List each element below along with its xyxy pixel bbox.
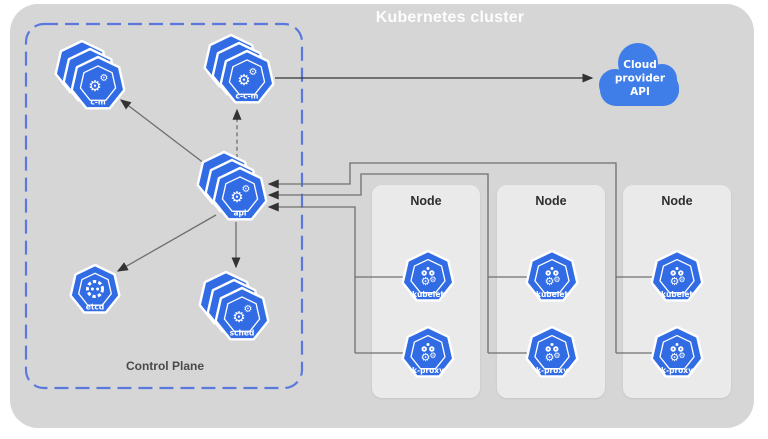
svg-text:⚙: ⚙ — [237, 71, 250, 89]
connection-api-to-cm — [119, 99, 214, 171]
svg-text:⚙: ⚙ — [670, 351, 680, 364]
svg-text:⚙: ⚙ — [429, 351, 436, 360]
svg-text:⚙: ⚙ — [670, 275, 680, 288]
svg-text:⚙: ⚙ — [242, 184, 251, 195]
cluster-title: Kubernetes cluster — [375, 9, 525, 26]
node-label: Node — [661, 194, 693, 208]
svg-text:⚙: ⚙ — [88, 77, 101, 95]
component-kubelet-2: ⚙⚙ kubelet — [525, 249, 579, 302]
component-k-proxy-3: ⚙⚙ k-proxy — [650, 325, 704, 378]
component-label: k-proxy — [661, 366, 693, 375]
svg-text:⚙: ⚙ — [421, 351, 431, 364]
connection-node1-bus-to-api — [267, 202, 356, 353]
component-kubelet-3: ⚙⚙ kubelet — [650, 249, 704, 302]
component-sched: ⚙⚙ sched — [198, 270, 270, 341]
component-label: kubelet — [661, 290, 693, 299]
svg-text:⚙: ⚙ — [545, 275, 555, 288]
component-kubelet-1: ⚙⚙ kubelet — [401, 249, 455, 302]
component-api: ⚙⚙ api — [196, 150, 268, 221]
connection-api-to-etcd — [116, 214, 217, 272]
svg-text:⚙: ⚙ — [230, 188, 243, 206]
svg-text:⚙: ⚙ — [678, 351, 685, 360]
component-label: k-proxy — [412, 366, 444, 375]
component-etcd: etcd — [69, 263, 121, 314]
svg-text:⚙: ⚙ — [553, 275, 560, 284]
svg-text:⚙: ⚙ — [421, 275, 431, 288]
node-label: Node — [410, 194, 442, 208]
control-plane-label: Control Plane — [125, 359, 204, 373]
control-plane-box — [24, 22, 304, 390]
component-label: k-proxy — [536, 366, 568, 375]
component-label: api — [233, 209, 246, 218]
component-k-proxy-2: ⚙⚙ k-proxy — [525, 325, 579, 378]
component-label: kubelet — [412, 290, 444, 299]
component-label: kubelet — [536, 290, 568, 299]
component-label: etcd — [86, 302, 105, 311]
svg-text:⚙: ⚙ — [553, 351, 560, 360]
svg-text:⚙: ⚙ — [100, 73, 109, 84]
component-c-c-m: ⚙⚙ c-c-m — [203, 33, 275, 104]
svg-text:⚙: ⚙ — [429, 275, 436, 284]
component-k-proxy-1: ⚙⚙ k-proxy — [401, 325, 455, 378]
svg-text:⚙: ⚙ — [244, 304, 253, 315]
connection-node2-bus-to-api — [267, 173, 489, 353]
component-label: c-m — [90, 98, 106, 107]
component-label: c-c-m — [236, 92, 259, 101]
svg-text:⚙: ⚙ — [545, 351, 555, 364]
connection-node3-bus-to-api — [267, 162, 617, 353]
node-label: Node — [535, 194, 567, 208]
component-c-m: ⚙⚙ c-m — [54, 39, 126, 110]
svg-text:⚙: ⚙ — [232, 308, 245, 326]
svg-text:⚙: ⚙ — [678, 275, 685, 284]
svg-text:⚙: ⚙ — [249, 67, 258, 78]
component-label: sched — [230, 329, 255, 338]
